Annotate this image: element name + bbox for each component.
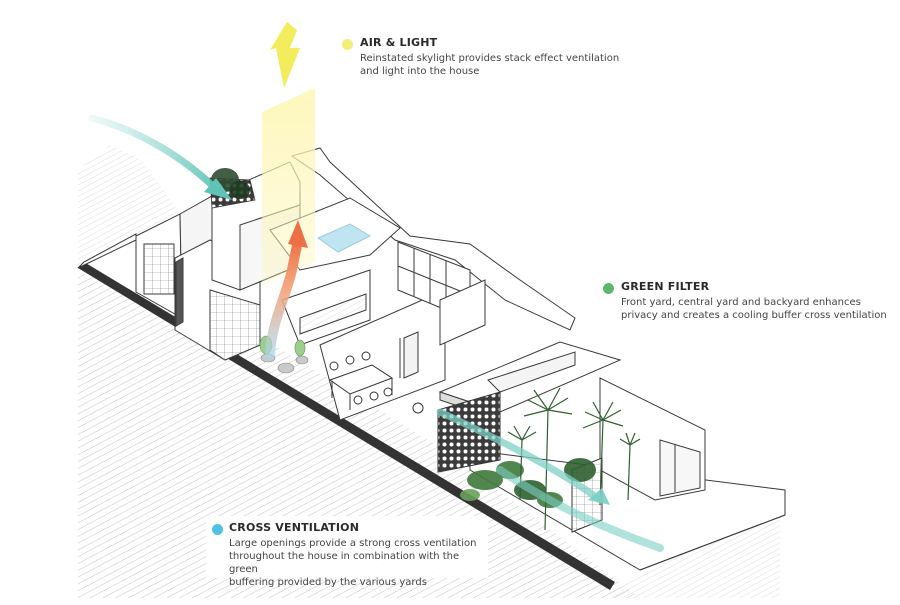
dining-furniture — [328, 351, 424, 414]
cross-ventilation-dot-icon — [212, 524, 223, 535]
cross-ventilation-title: CROSS VENTILATION — [229, 521, 360, 534]
warm-air-rising-arrow — [265, 220, 308, 360]
green-filter-description: Front yard, central yard and backyard en… — [621, 297, 887, 321]
air-light-dot-icon — [342, 39, 353, 50]
cross-ventilation-breeze-arrows — [88, 114, 664, 552]
green-filter-dot-icon — [603, 283, 614, 294]
air-light-description: Reinstated skylight provides stack effec… — [360, 53, 620, 77]
cross-ventilation-description: Large openings provide a strong cross ve… — [229, 538, 477, 588]
skylight-light-beam — [262, 88, 315, 285]
air-light-title: AIR & LIGHT — [360, 36, 438, 49]
cross-ventilation-callout: CROSS VENTILATION Large openings provide… — [206, 516, 488, 588]
lightning-bolt-icon — [270, 22, 300, 88]
green-filter-title: GREEN FILTER — [621, 280, 710, 293]
